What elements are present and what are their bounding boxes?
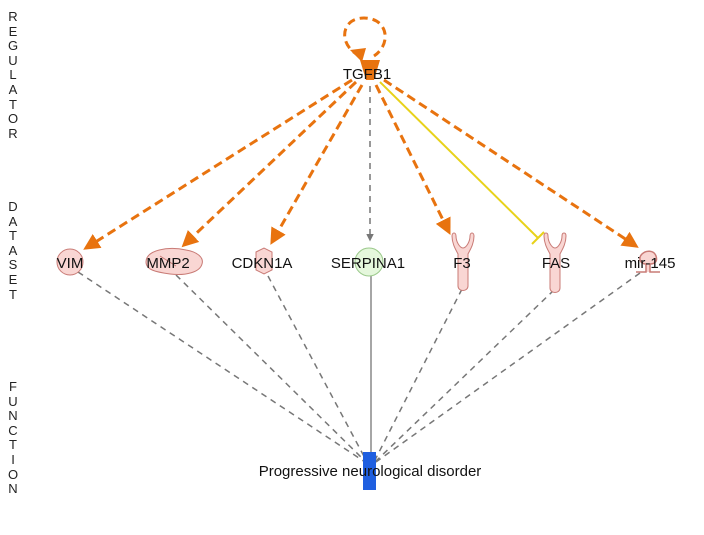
dataset-node-mir145[interactable]: mir-145 (625, 250, 676, 273)
serpina1-shape (354, 247, 384, 277)
dataset-node-mmp2[interactable]: MMP2 (145, 248, 203, 275)
fas-label: FAS (542, 255, 570, 272)
function-edges (77, 271, 641, 463)
edge-tgfb1-self-arrowhead (350, 48, 366, 62)
regulator-node-tgfb1[interactable]: TGFB1 (343, 60, 391, 83)
edge-tgfb1-vim (83, 78, 353, 250)
edge-tgfb1-f3 (374, 84, 451, 235)
edge-mir145-function (375, 272, 641, 463)
function-node[interactable]: Progressive neurological disorder (259, 452, 482, 490)
edge-tgfb1-fas (379, 81, 539, 239)
cdkn1a-label: CDKN1A (232, 255, 293, 272)
serpina1-label: SERPINA1 (331, 255, 405, 272)
dataset-node-serpina1[interactable]: SERPINA1 (331, 247, 405, 277)
cdkn1a-shape (255, 247, 273, 275)
dataset-node-cdkn1a[interactable]: CDKN1A (232, 247, 293, 275)
edge-fas-function (374, 289, 555, 463)
edge-tgfb1-fas-bar (531, 231, 545, 245)
function-shape (363, 452, 376, 490)
f3-shape (451, 232, 475, 291)
function-label: Progressive neurological disorder (259, 463, 482, 480)
regulator-edges (83, 16, 639, 250)
mmp2-shape (145, 248, 203, 275)
mir145-shape (636, 250, 660, 273)
edge-tgfb1-cdkn1a (270, 84, 364, 245)
fas-shape (543, 232, 567, 293)
edge-tgfb1-mmp2 (181, 80, 358, 248)
dataset-node-f3[interactable]: F3 (451, 232, 475, 291)
vim-label: VIM (57, 255, 84, 272)
vim-shape (56, 248, 84, 276)
edge-mmp2-function (175, 274, 367, 463)
regulator-label: TGFB1 (343, 66, 391, 83)
dataset-node-vim[interactable]: VIM (56, 248, 84, 276)
edge-vim-function (77, 271, 366, 463)
f3-label: F3 (453, 255, 471, 272)
dataset-node-fas[interactable]: FAS (542, 232, 570, 293)
mmp2-label: MMP2 (146, 255, 189, 272)
regulator-shape (360, 60, 380, 80)
mir145-label: mir-145 (625, 255, 676, 272)
edge-tgfb1-self (343, 16, 387, 58)
edge-f3-function (373, 288, 463, 463)
edge-tgfb1-mir145 (383, 78, 639, 248)
edge-cdkn1a-function (267, 275, 368, 463)
